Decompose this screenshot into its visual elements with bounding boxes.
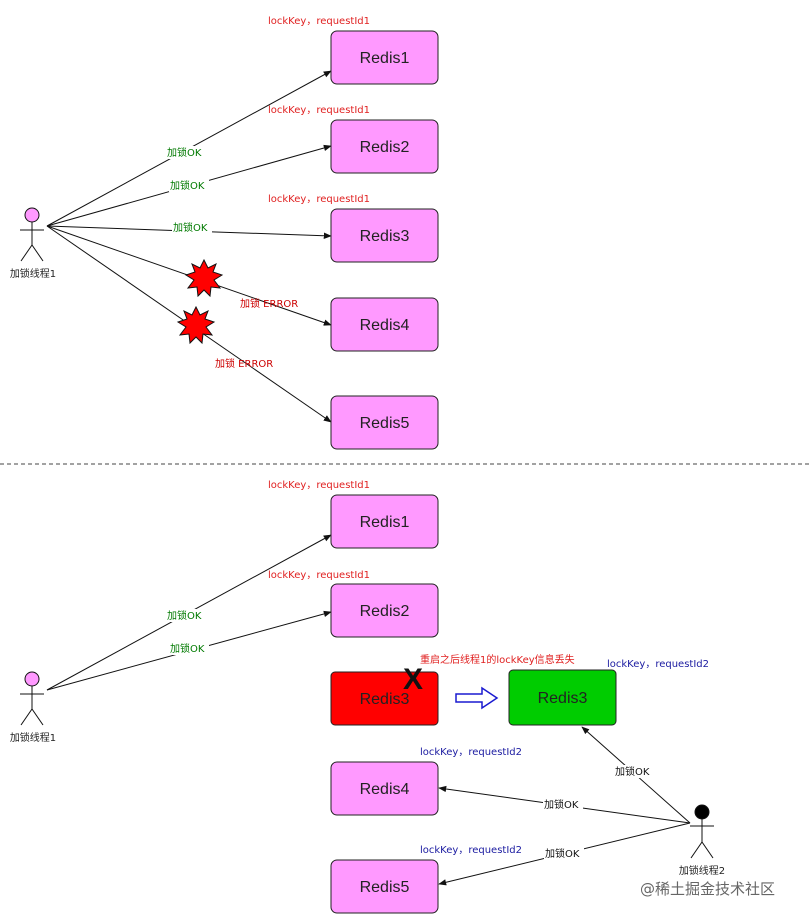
node-bottom-redis1: Redis1 <box>330 494 439 549</box>
note-bottom-redis3: lockKey，requestId2 <box>607 659 709 670</box>
crash-mark: X <box>403 663 423 696</box>
node-bottom-redis2: Redis2 <box>330 583 439 638</box>
node-top-redis1: Redis1 <box>330 30 439 85</box>
node-label: Redis3 <box>360 228 410 245</box>
node-bottom-redis3-restarted: Redis3 <box>508 669 617 726</box>
actor-label: 加锁线程1 <box>10 731 56 744</box>
edge-label-thread2-3: 加锁OK <box>545 847 580 860</box>
node-label: Redis4 <box>360 317 410 334</box>
note-bottom-redis2: lockKey，requestId1 <box>268 570 370 581</box>
edge-label-top-2: 加锁OK <box>170 179 205 192</box>
actor-label: 加锁线程2 <box>679 864 725 877</box>
node-top-redis4: Redis4 <box>330 297 439 352</box>
node-label: Redis1 <box>360 50 410 67</box>
edge-label-bottom-1: 加锁OK <box>167 609 202 622</box>
edge-label-bottom-2: 加锁OK <box>170 642 205 655</box>
edge-label-top-3: 加锁OK <box>173 221 208 234</box>
note-top-redis1: lockKey，requestId1 <box>268 16 370 27</box>
node-label: Redis1 <box>360 514 410 531</box>
edge-label-top-5: 加锁 ERROR <box>215 357 273 370</box>
actor-thread2: 加锁线程2 <box>679 804 725 877</box>
watermark: @稀土掘金技术社区 <box>640 880 775 898</box>
actor-thread1-top: 加锁线程1 <box>10 207 56 280</box>
edge-label-top-4: 加锁 ERROR <box>240 297 298 310</box>
node-label: Redis4 <box>360 781 410 798</box>
actor-thread1-bottom: 加锁线程1 <box>10 671 56 744</box>
note-top-redis2: lockKey，requestId1 <box>268 105 370 116</box>
note-bottom-redis5: lockKey，requestId2 <box>420 845 522 856</box>
node-label: Redis5 <box>360 879 410 896</box>
node-label: Redis3 <box>360 691 410 708</box>
restart-note: 重启之后线程1的lockKey信息丢失 <box>420 653 575 666</box>
explosion-icon <box>176 305 216 345</box>
note-bottom-redis1: lockKey，requestId1 <box>268 480 370 491</box>
node-label: Redis2 <box>360 603 410 620</box>
edge-label-top-1: 加锁OK <box>167 146 202 159</box>
actor-label: 加锁线程1 <box>10 267 56 280</box>
edge-label-thread2-2: 加锁OK <box>544 798 579 811</box>
node-label: Redis5 <box>360 415 410 432</box>
node-top-redis3: Redis3 <box>330 208 439 263</box>
edge-label-thread2-1: 加锁OK <box>615 765 650 778</box>
node-label: Redis2 <box>360 139 410 156</box>
node-bottom-redis3-crashed: Redis3 <box>330 671 439 726</box>
node-top-redis5: Redis5 <box>330 395 439 450</box>
explosion-icon <box>184 258 224 298</box>
node-label: Redis3 <box>538 690 588 707</box>
restart-arrow-icon <box>455 686 499 710</box>
note-top-redis3: lockKey，requestId1 <box>268 194 370 205</box>
node-top-redis2: Redis2 <box>330 119 439 174</box>
node-bottom-redis4: Redis4 <box>330 761 439 816</box>
node-bottom-redis5: Redis5 <box>330 859 439 914</box>
note-bottom-redis4: lockKey，requestId2 <box>420 747 522 758</box>
